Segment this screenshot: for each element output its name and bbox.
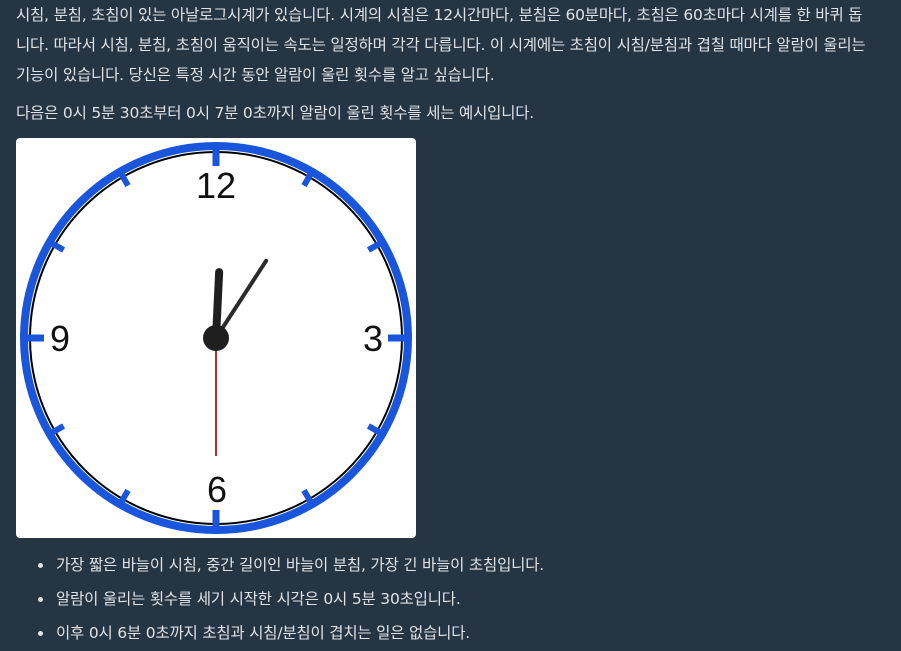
- tick-mark: [115, 488, 131, 509]
- tick-mark: [115, 167, 131, 188]
- bullet-icon: [38, 631, 43, 636]
- clock-center: [203, 325, 229, 351]
- minute-hand: [214, 258, 269, 340]
- number-3: 3: [363, 318, 383, 359]
- analog-clock: 12 3 6 9: [20, 142, 412, 534]
- intro-line: 니다. 따라서 시침, 분침, 초침이 움직이는 속도는 일정하며 각각 다릅니…: [16, 36, 866, 54]
- note-text: 가장 짧은 바늘이 시침, 중간 길이인 바늘이 분침, 가장 긴 바늘이 초침…: [56, 556, 544, 574]
- list-item: 알람이 울리는 횟수를 세기 시작한 시각은 0시 5분 30초입니다.: [36, 582, 901, 616]
- hour-ticks: [21, 143, 411, 533]
- number-6: 6: [207, 469, 227, 510]
- example-intro: 다음은 0시 5분 30초부터 0시 7분 0초까지 알람이 울린 횟수를 세는…: [16, 104, 535, 122]
- intro-line: 시침, 분침, 초침이 있는 아날로그시계가 있습니다. 시계의 시침은 12시…: [16, 6, 863, 24]
- tick-mark: [301, 488, 317, 509]
- tick-mark: [366, 423, 387, 439]
- clock-image: 12 3 6 9: [16, 138, 416, 538]
- number-12: 12: [196, 165, 236, 206]
- list-item: 이후 0시 6분 0초까지 초침과 시침/분침이 겹치는 일은 없습니다.: [36, 616, 901, 650]
- bullet-icon: [38, 597, 43, 602]
- number-9: 9: [50, 318, 70, 359]
- intro-line: 기능이 있습니다. 당신은 특정 시간 동안 알람이 울린 횟수를 알고 싶습니…: [16, 66, 495, 84]
- list-item: 가장 짧은 바늘이 시침, 중간 길이인 바늘이 분침, 가장 긴 바늘이 초침…: [36, 548, 901, 582]
- bullet-icon: [38, 563, 43, 568]
- tick-mark: [45, 237, 66, 253]
- tick-mark: [366, 237, 387, 253]
- tick-mark: [45, 423, 66, 439]
- note-text: 알람이 울리는 횟수를 세기 시작한 시각은 0시 5분 30초입니다.: [56, 590, 461, 608]
- note-text: 이후 0시 6분 0초까지 초침과 시침/분침이 겹치는 일은 없습니다.: [56, 624, 470, 642]
- tick-mark: [301, 167, 317, 188]
- notes-list: 가장 짧은 바늘이 시침, 중간 길이인 바늘이 분침, 가장 긴 바늘이 초침…: [16, 548, 901, 650]
- intro-paragraph: 시침, 분침, 초침이 있는 아날로그시계가 있습니다. 시계의 시침은 12시…: [16, 0, 901, 90]
